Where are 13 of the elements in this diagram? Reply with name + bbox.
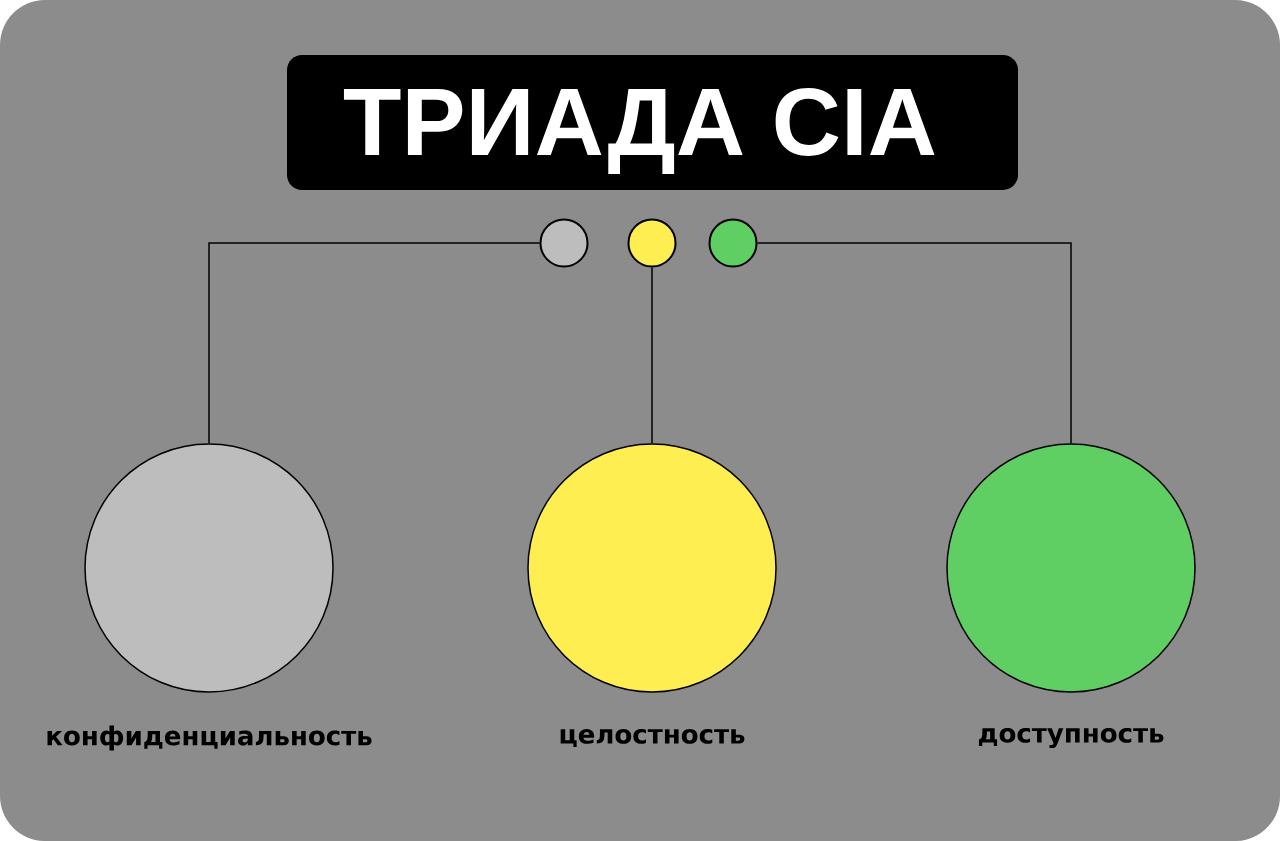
connector-line [651,266,653,444]
small-circle [539,218,589,268]
small-circle [708,218,758,268]
title-banner: ТРИАДА CIA [287,55,1018,190]
large-circle [946,443,1196,693]
connector-line [756,242,1072,444]
circle-label: доступность [978,727,1164,749]
large-circle [527,443,777,693]
circle-label: целостность [560,728,745,748]
large-circle [84,443,334,693]
circle-label: конфиденциальность [47,725,372,751]
connector-line [208,242,541,444]
small-circle [627,218,677,268]
